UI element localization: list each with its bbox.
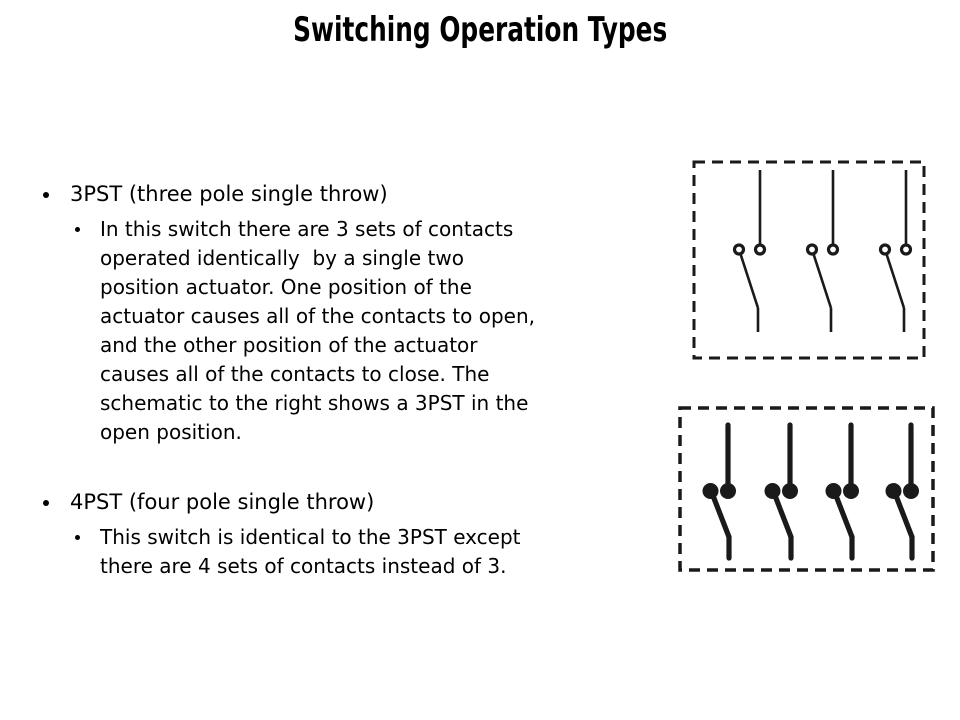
description-line: open position.: [100, 420, 242, 444]
description-line: causes all of the contacts to close. The: [100, 362, 490, 386]
sub-bullet-dot: [75, 535, 80, 540]
sub-bullet-dot: [75, 227, 80, 232]
description-line: position actuator. One position of the: [100, 275, 472, 299]
4pst-switch-symbols: [702, 422, 919, 561]
3pst-schematic: [692, 160, 926, 360]
description-line: and the other position of the actuator: [100, 333, 478, 357]
4pst-dashed-border: [678, 406, 935, 572]
3pst-dashed-border: [692, 160, 926, 360]
4pst-schematic: [678, 406, 935, 572]
bullet-dot: [43, 500, 49, 506]
bullet-dot: [43, 192, 49, 198]
bullet-4pst-description: This switch is identical to the 3PST exc…: [100, 523, 521, 581]
bullet-3pst-description: In this switch there are 3 sets of conta…: [100, 215, 535, 447]
page-title: Switching Operation Types: [0, 10, 960, 50]
description-line: operated identically by a single two: [100, 246, 464, 270]
description-line: actuator causes all of the contacts to o…: [100, 304, 535, 328]
description-line: This switch is identical to the 3PST exc…: [100, 525, 521, 549]
3pst-switch-symbols: [732, 170, 913, 332]
description-line: schematic to the right shows a 3PST in t…: [100, 391, 529, 415]
bullet-4pst-label: 4PST (four pole single throw): [70, 490, 375, 514]
page-title-text: Switching Operation Types: [292, 10, 668, 50]
description-line: In this switch there are 3 sets of conta…: [100, 217, 514, 241]
bullet-3pst-label: 3PST (three pole single throw): [70, 182, 388, 206]
description-line: there are 4 sets of contacts instead of …: [100, 554, 507, 578]
